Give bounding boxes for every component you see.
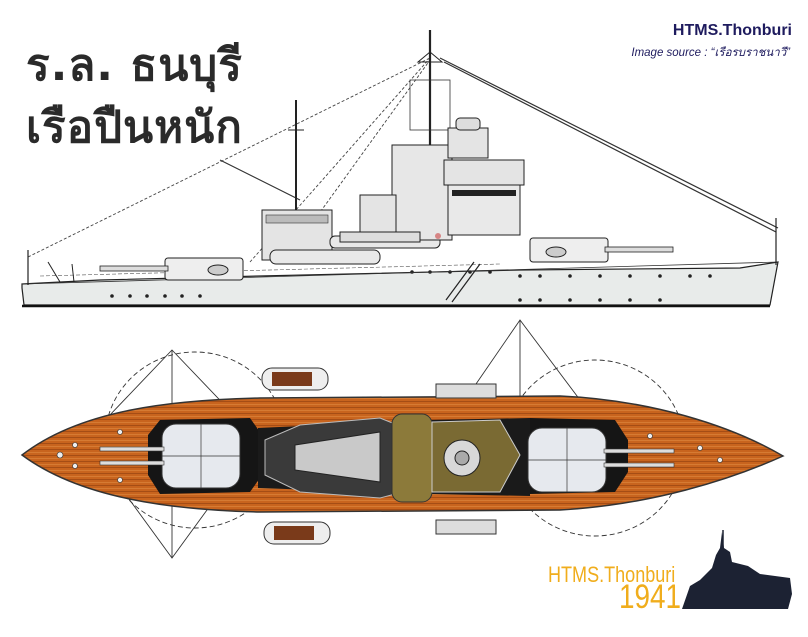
caption-ship-name: HTMS.Thonburi <box>672 22 792 39</box>
ship-photo-thumbnail <box>682 530 792 609</box>
badge-ship-name: HTMS.Thonburi <box>548 562 676 587</box>
thai-ship-type: เรือปืนหนัก <box>26 102 243 153</box>
caption-image-source: Image source : “เรือรบราชนาวี” <box>631 47 790 59</box>
thai-ship-name: ร.ล. ธนบุรี <box>26 40 243 91</box>
badge-year: 1941 <box>619 578 682 616</box>
